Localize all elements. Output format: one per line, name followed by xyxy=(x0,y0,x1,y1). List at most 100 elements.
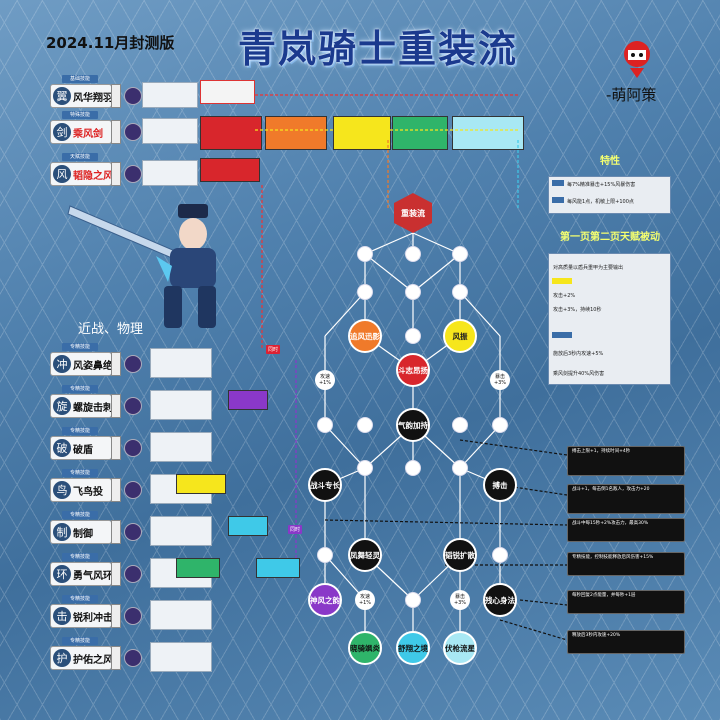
cooldown-cell xyxy=(111,394,121,418)
sword-icon: 剑 xyxy=(53,123,71,141)
combat-skill-2[interactable]: 旋螺旋击刺 xyxy=(50,394,113,418)
rune-icon[interactable] xyxy=(124,565,142,583)
talent-node[interactable] xyxy=(405,246,421,262)
skill-desc-box xyxy=(142,82,198,108)
stat-node[interactable]: 攻速+1% xyxy=(315,370,335,390)
talent-effect-box xyxy=(176,558,220,578)
control-icon: 制 xyxy=(53,523,71,541)
cooldown-cell xyxy=(111,604,121,628)
skill-name: 风姿鼻绝 xyxy=(73,360,113,372)
talent-node[interactable] xyxy=(405,284,421,300)
wing-icon: 翼 xyxy=(53,87,71,105)
rune-icon[interactable] xyxy=(124,123,142,141)
passive-title: 第一页第二页天赋被动 xyxy=(560,232,660,243)
spiral-icon: 旋 xyxy=(53,397,71,415)
combat-skill-tag: 专精技能 xyxy=(62,343,98,351)
talent-effect-box xyxy=(228,516,268,536)
rune-icon[interactable] xyxy=(124,397,142,415)
combat-skill-1[interactable]: 冲风姿鼻绝 xyxy=(50,352,113,376)
talent-node[interactable] xyxy=(452,246,468,262)
passive-note-4: 施放后3秒内攻速+5% xyxy=(553,351,604,357)
talent-node[interactable] xyxy=(405,460,421,476)
talent-node[interactable] xyxy=(357,417,373,433)
talent-node-major[interactable]: 神风之韵 xyxy=(308,583,342,617)
combat-skill-6[interactable]: 环勇气风环 xyxy=(50,562,113,586)
talent-effect-box xyxy=(176,474,226,494)
talent-node-major[interactable]: 伏枪流星 xyxy=(443,631,477,665)
core-talent-node[interactable]: 重装流 xyxy=(394,193,432,233)
talent-node[interactable] xyxy=(405,592,421,608)
talent-node-major[interactable]: 残心身法 xyxy=(483,583,517,617)
talent-effect-box xyxy=(265,116,327,150)
talent-node[interactable] xyxy=(452,417,468,433)
talent-node[interactable] xyxy=(452,284,468,300)
talent-node-major[interactable]: 晓骑飒炎 xyxy=(348,631,382,665)
skill-name: 乘风剑 xyxy=(73,128,103,140)
skill-desc-box xyxy=(142,118,198,144)
rune-icon[interactable] xyxy=(124,439,142,457)
talent-node-major[interactable]: 追风迅影 xyxy=(348,319,382,353)
rune-icon[interactable] xyxy=(124,87,142,105)
combat-skill-8[interactable]: 护护佑之风 xyxy=(50,646,113,670)
talent-node-major[interactable]: 战斗专长 xyxy=(308,468,342,502)
rune-icon[interactable] xyxy=(124,355,142,373)
tree-link xyxy=(324,291,366,337)
skill-name: 螺旋击刺 xyxy=(73,402,113,414)
trait-1: 每7%精准暴击+15%风暴伤害 xyxy=(567,182,636,188)
talent-node-major[interactable]: 斗志昂扬 xyxy=(396,353,430,387)
rune-icon[interactable] xyxy=(124,165,142,183)
rune-icon[interactable] xyxy=(124,649,142,667)
top-skill-3[interactable]: 风韬隐之风 xyxy=(50,162,113,186)
talent-node-major[interactable]: 凤舞轻灵 xyxy=(348,538,382,572)
author-name: -萌阿策 xyxy=(606,86,657,104)
talent-node[interactable] xyxy=(317,417,333,433)
passive-note-2: 攻击+2% xyxy=(553,293,576,299)
skill-desc-box xyxy=(150,348,212,378)
rune-icon[interactable] xyxy=(124,607,142,625)
impact-icon: 击 xyxy=(53,607,71,625)
combat-skill-tag: 专精技能 xyxy=(62,637,98,645)
skill-desc-box xyxy=(142,160,198,186)
combat-skill-4[interactable]: 鸟飞鸟投 xyxy=(50,478,112,502)
skill-name: 制御 xyxy=(73,528,93,540)
talent-note: 战斗+1，每击倒1名敌人，攻击力+20 xyxy=(567,484,685,514)
combat-skill-7[interactable]: 击锐利冲击 xyxy=(50,604,113,628)
talent-node-major[interactable]: 搏击 xyxy=(483,468,517,502)
talent-node-major[interactable]: 气韵加持 xyxy=(396,408,430,442)
skill-desc-box xyxy=(150,600,212,630)
talent-node[interactable] xyxy=(452,460,468,476)
author-logo-icon xyxy=(624,41,650,78)
top-skill-2[interactable]: 剑乘风剑 xyxy=(50,120,112,144)
rune-icon[interactable] xyxy=(124,523,142,541)
talent-node[interactable] xyxy=(357,246,373,262)
cooldown-cell xyxy=(111,120,121,144)
talent-note: 释放后3秒内攻速+20% xyxy=(567,630,685,654)
rune-icon[interactable] xyxy=(124,481,142,499)
talent-node-major[interactable]: 风振 xyxy=(443,319,477,353)
stat-node[interactable]: 暴击+3% xyxy=(490,370,510,390)
cooldown-cell xyxy=(111,352,121,376)
talent-node-major[interactable]: 舒翔之境 xyxy=(396,631,430,665)
talent-node-major[interactable]: 韬锐扩散 xyxy=(443,538,477,572)
combat-skill-tag: 专精技能 xyxy=(62,595,98,603)
talent-node[interactable] xyxy=(357,284,373,300)
talent-node[interactable] xyxy=(405,328,421,344)
talent-effect-box xyxy=(200,80,255,104)
skill-desc-box xyxy=(150,516,212,546)
version-label: 2024.11月封测版 xyxy=(46,34,175,52)
talent-effect-box xyxy=(392,116,448,150)
talent-node[interactable] xyxy=(317,547,333,563)
role-subtitle: 近战、物理 xyxy=(78,322,144,337)
guard-icon: 护 xyxy=(53,649,71,667)
talent-node[interactable] xyxy=(492,547,508,563)
talent-effect-box xyxy=(200,158,260,182)
stat-node[interactable]: 暴击+3% xyxy=(450,590,470,610)
talent-node[interactable] xyxy=(357,460,373,476)
stat-node[interactable]: 攻速+1% xyxy=(355,590,375,610)
combat-skill-5[interactable]: 制制御 xyxy=(50,520,112,544)
tree-link xyxy=(412,253,461,293)
tree-link xyxy=(499,619,568,641)
talent-node[interactable] xyxy=(492,417,508,433)
trait-title: 特性 xyxy=(600,156,620,167)
top-skill-1[interactable]: 翼风华翔羽 xyxy=(50,84,113,108)
